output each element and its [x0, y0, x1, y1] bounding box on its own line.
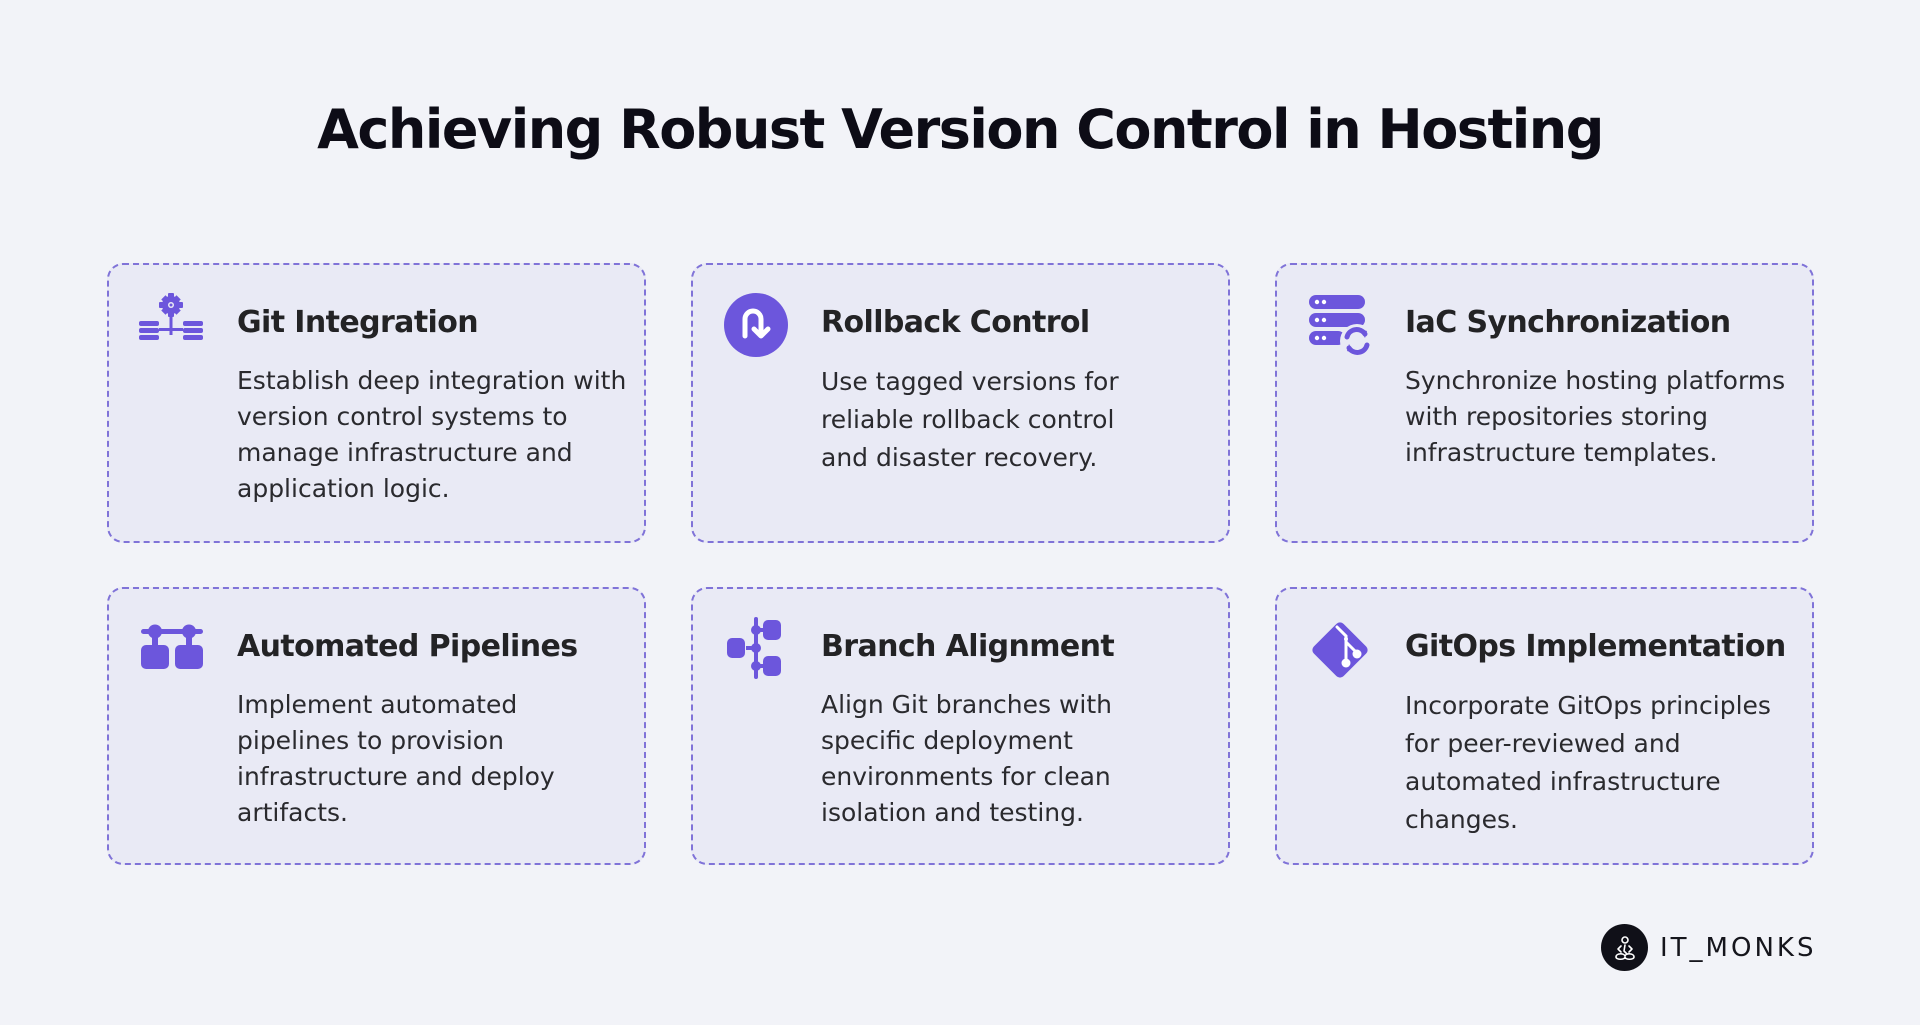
card-title: GitOps Implementation — [1405, 629, 1786, 664]
card-title: Branch Alignment — [821, 629, 1115, 664]
card-iac-synchronization: IaC Synchronization Synchronize hosting … — [1275, 263, 1814, 543]
card-title: IaC Synchronization — [1405, 305, 1731, 340]
card-automated-pipelines: Automated Pipelines Implement automated … — [107, 587, 646, 865]
monk-logo-icon — [1601, 924, 1648, 971]
card-git-integration: Git Integration Establish deep integrati… — [107, 263, 646, 543]
pipeline-icon — [139, 619, 205, 685]
brand-name: IT_MONKS — [1660, 932, 1817, 963]
card-description: Establish deep integration with version … — [237, 366, 627, 503]
card-title: Rollback Control — [821, 305, 1090, 340]
branch-icon — [723, 615, 789, 681]
card-title: Git Integration — [237, 305, 479, 340]
git-logo-icon — [1307, 617, 1373, 683]
card-gitops-implementation: GitOps Implementation Incorporate GitOps… — [1275, 587, 1814, 865]
card-branch-alignment: Branch Alignment Align Git branches with… — [691, 587, 1230, 865]
card-description: Align Git branches with specific deploym… — [821, 690, 1113, 827]
card-description: Use tagged versions for reliable rollbac… — [821, 367, 1119, 472]
card-title: Automated Pipelines — [237, 629, 578, 664]
brand-logo: IT_MONKS — [1601, 924, 1816, 971]
server-sync-icon — [1307, 293, 1373, 359]
card-rollback-control: Rollback Control Use tagged versions for… — [691, 263, 1230, 543]
card-description: Incorporate GitOps principles for peer-r… — [1405, 691, 1771, 834]
gear-network-icon — [139, 293, 205, 359]
card-description: Implement automated pipelines to provisi… — [237, 690, 555, 827]
page-title: Achieving Robust Version Control in Host… — [317, 98, 1604, 161]
card-description: Synchronize hosting platforms with repos… — [1405, 366, 1786, 467]
rollback-arrow-icon — [723, 292, 789, 358]
